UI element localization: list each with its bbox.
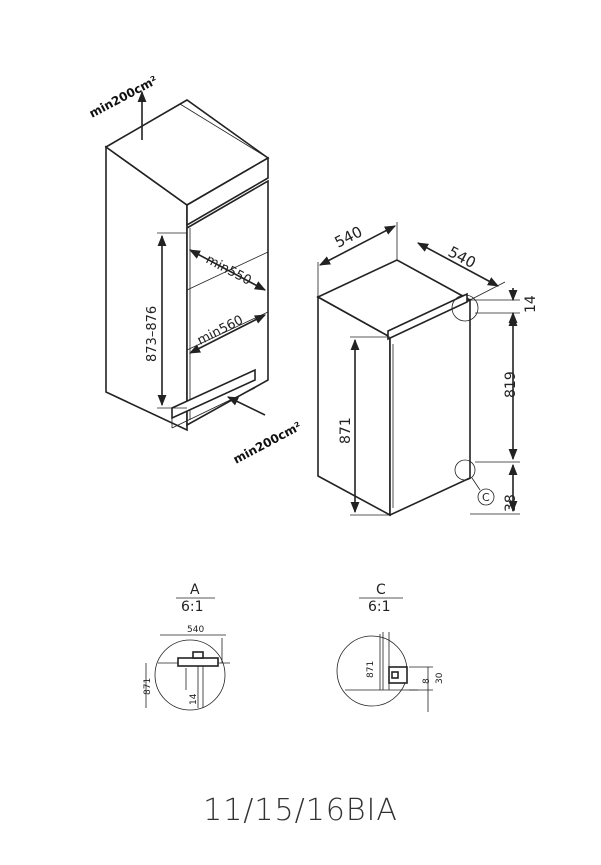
- appliance-width-label: 540: [332, 223, 366, 252]
- vent-bottom-label: min200cm²: [231, 419, 304, 467]
- detail-a-width-label: 540: [187, 625, 204, 635]
- detail-callout-c: C: [482, 491, 490, 504]
- vent-top-label: min200cm²: [87, 73, 160, 121]
- appliance-top-offset-label: 14: [523, 295, 539, 313]
- detail-c-offset-label: 30: [435, 672, 445, 684]
- appliance-door-height-label: 871: [338, 417, 354, 444]
- detail-c-letter: C: [376, 582, 386, 598]
- appliance-bottom-offset-label: 38: [503, 494, 519, 512]
- detail-c-gap-label: 8: [422, 678, 432, 684]
- cabinet-height-label: 873–876: [145, 306, 160, 362]
- detail-a-height-label: 871: [143, 678, 153, 695]
- detail-c-drawing: [336, 597, 433, 712]
- detail-a-scale: 6:1: [181, 599, 204, 615]
- detail-a-offset-label: 14: [189, 693, 199, 705]
- detail-c-height-label: 871: [366, 661, 376, 678]
- model-label: 11/15/16BIA: [203, 793, 398, 828]
- detail-a-letter: A: [190, 582, 200, 598]
- cabinet-drawing: [104, 90, 270, 432]
- detail-c-scale: 6:1: [368, 599, 391, 615]
- appliance-depth-label: 540: [445, 243, 479, 272]
- detail-a-drawing: [145, 597, 230, 711]
- appliance-body-height-label: 819: [503, 371, 519, 398]
- appliance-drawing: [316, 222, 520, 517]
